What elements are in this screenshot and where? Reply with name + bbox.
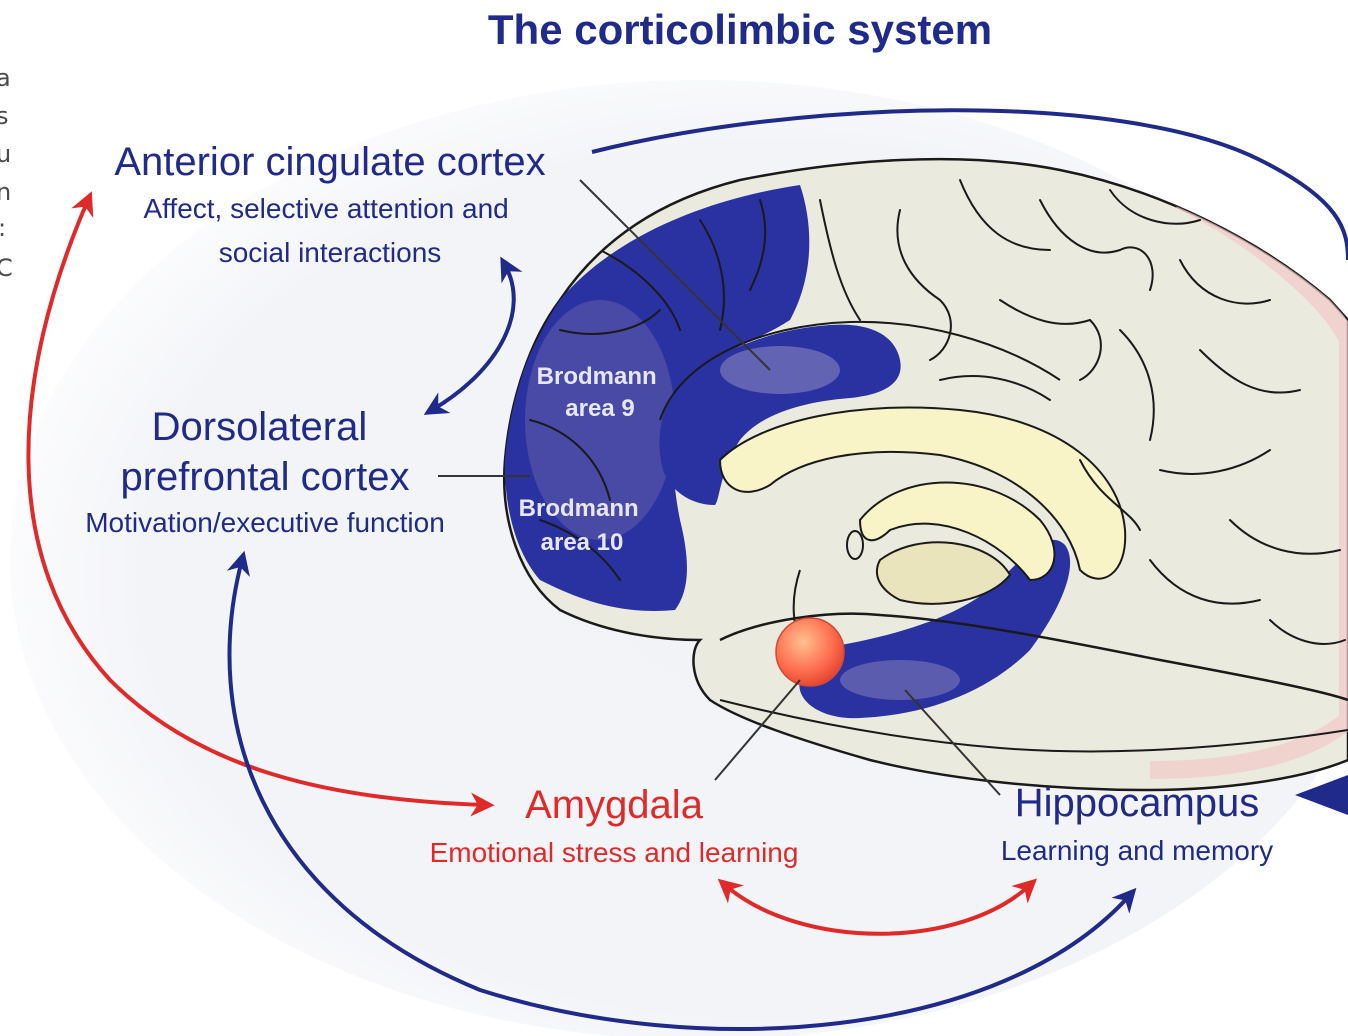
dlpfc-function: Motivation/executive function [85, 507, 445, 538]
acc-name: Anterior cingulate cortex [114, 140, 545, 184]
brodmann-9-line-1: Brodmann [537, 363, 657, 390]
amygdala-name: Amygdala [525, 783, 704, 827]
edge-fragment: a s u n : C [0, 64, 19, 282]
dlpfc-name-line-1: Dorsolateral [152, 405, 368, 449]
edge-fragment-line: u [0, 140, 11, 168]
edge-fragment-line: n [0, 178, 11, 206]
amygdala-structure [776, 618, 844, 686]
acc-function-line-2: social interactions [219, 237, 442, 268]
edge-fragment-line: s [0, 102, 9, 130]
hippocampus-function: Learning and memory [1001, 835, 1273, 866]
edge-fragment-line: a [0, 64, 11, 92]
brodmann-10-line-2: area 10 [541, 529, 624, 556]
edge-fragment-line: : [0, 214, 6, 242]
dlpfc-name-line-2: prefrontal cortex [120, 455, 409, 499]
hippocampus-name: Hippocampus [1015, 781, 1260, 825]
edge-fragment-line: C [0, 254, 13, 282]
diagram-title: The corticolimbic system [488, 6, 992, 53]
acc-function-line-1: Affect, selective attention and [143, 193, 508, 224]
brodmann-9-line-2: area 9 [565, 395, 634, 422]
brodmann-10-line-1: Brodmann [519, 495, 639, 522]
amygdala-function: Emotional stress and learning [430, 837, 799, 868]
